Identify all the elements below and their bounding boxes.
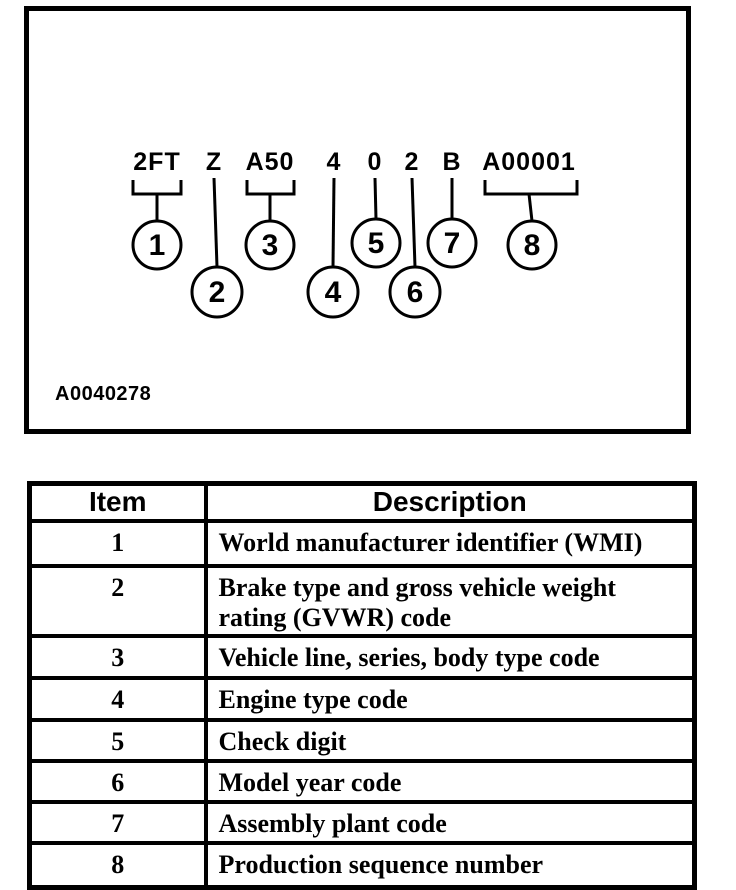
callout-circle: [131, 219, 183, 271]
vin-segment-text: A00001: [482, 148, 576, 176]
callout-stem-line: [527, 193, 534, 222]
callout-circle: [388, 265, 442, 319]
description-column-header: Description: [203, 481, 697, 523]
vin-segment-text: 2FT: [133, 148, 180, 176]
callout-number: 7: [444, 227, 461, 260]
figure-id-label: A0040278: [55, 383, 152, 405]
description-cell: Production sequence number: [203, 840, 697, 890]
callout-stem-line: [410, 177, 417, 268]
vin-segment-text: A50: [246, 148, 295, 176]
item-column-header: Item: [27, 481, 208, 523]
description-cell: World manufacturer identifier (WMI): [203, 518, 697, 568]
vin-segment-text: 2: [405, 148, 420, 176]
callout-bracket: [483, 180, 579, 196]
item-number-cell: 8: [27, 840, 208, 890]
description-cell: Engine type code: [203, 675, 697, 722]
callout-stem-line: [373, 177, 378, 220]
vin-segment-text: B: [442, 148, 461, 176]
item-number-cell: 3: [27, 633, 208, 680]
description-cell: Model year code: [203, 758, 697, 804]
vin-segment-text: 4: [327, 148, 342, 176]
callout-circle: [506, 219, 558, 271]
callout-circle: [190, 265, 244, 319]
item-number-cell: 2: [27, 563, 208, 638]
callout-number: 1: [149, 229, 166, 262]
callout-number: 2: [209, 276, 226, 309]
callout-bracket: [245, 180, 296, 196]
item-number-cell: 4: [27, 675, 208, 722]
description-cell: Brake type and gross vehicle weight rati…: [203, 563, 697, 638]
callout-number: 8: [524, 229, 541, 262]
callout-number: 3: [262, 229, 279, 262]
vin-segment-text: 0: [368, 148, 383, 176]
item-number-cell: 1: [27, 518, 208, 568]
callout-circle: [350, 217, 402, 269]
vin-segment-text: Z: [206, 148, 222, 176]
callout-circle: [306, 265, 360, 319]
callout-number: 6: [407, 276, 424, 309]
callout-stem-line: [331, 177, 336, 268]
item-number-cell: 6: [27, 758, 208, 804]
callout-bracket: [131, 180, 183, 196]
callout-stem-line: [212, 177, 219, 268]
callout-circle: [426, 217, 478, 269]
table-header-row: Item Description: [27, 481, 697, 523]
description-cell: Check digit: [203, 717, 697, 763]
callout-number: 4: [325, 276, 342, 309]
description-cell: Assembly plant code: [203, 799, 697, 845]
callout-number: 5: [368, 227, 385, 260]
item-number-cell: 7: [27, 799, 208, 845]
item-number-cell: 5: [27, 717, 208, 763]
description-cell: Vehicle line, series, body type code: [203, 633, 697, 680]
callout-circle: [244, 219, 296, 271]
